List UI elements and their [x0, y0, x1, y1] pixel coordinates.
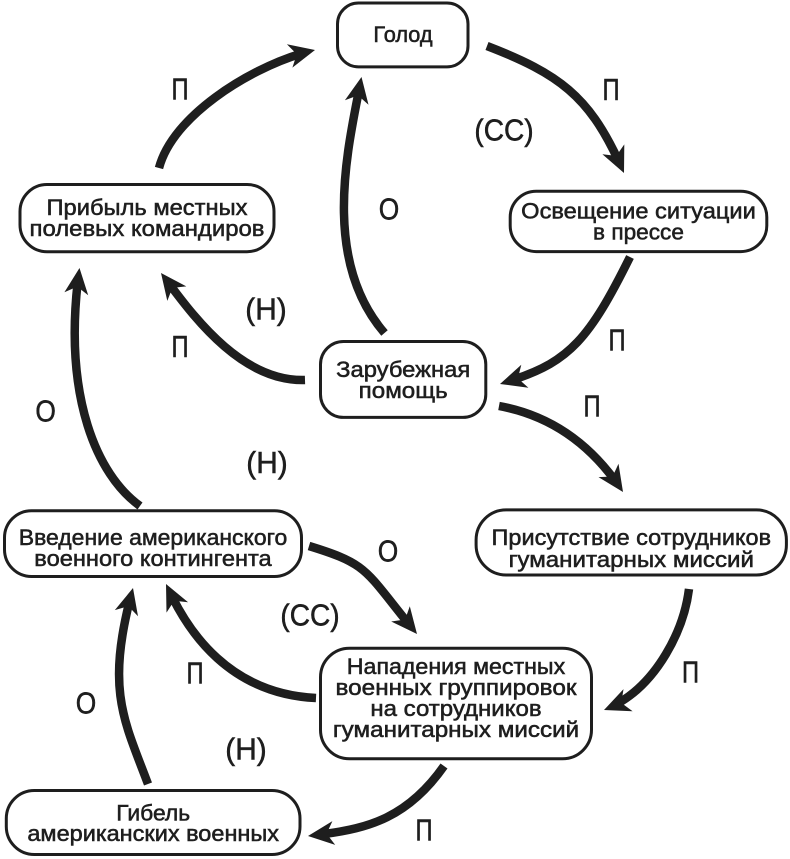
svg-text:(Н): (Н): [245, 291, 286, 326]
svg-text:американских военных: американских военных: [27, 821, 279, 846]
svg-text:О: О: [35, 393, 56, 428]
svg-text:П: П: [172, 71, 189, 106]
svg-text:гуманитарных миссий: гуманитарных миссий: [333, 717, 579, 742]
svg-text:О: О: [378, 533, 399, 568]
svg-text:Прибыль местных: Прибыль местных: [47, 195, 249, 220]
svg-text:военных группировок: военных группировок: [336, 675, 577, 700]
svg-text:Нападения местных: Нападения местных: [347, 654, 566, 679]
svg-text:полевых командиров: полевых командиров: [30, 216, 265, 241]
svg-text:П: П: [416, 812, 433, 847]
svg-text:(СС): (СС): [474, 112, 533, 147]
svg-text:в прессе: в прессе: [593, 220, 684, 245]
svg-text:П: П: [682, 654, 699, 689]
svg-text:О: О: [379, 191, 400, 226]
svg-text:на сотрудников: на сотрудников: [370, 696, 541, 721]
svg-text:Зарубежная: Зарубежная: [336, 357, 470, 382]
svg-text:(Н): (Н): [225, 731, 266, 766]
svg-text:Гибель: Гибель: [116, 801, 190, 826]
svg-text:Присутствие сотрудников: Присутствие сотрудников: [492, 525, 772, 550]
svg-text:(СС): (СС): [280, 597, 339, 632]
svg-text:П: П: [187, 655, 204, 690]
svg-text:П: П: [584, 388, 601, 423]
svg-text:гуманитарных миссий: гуманитарных миссий: [509, 547, 754, 572]
svg-text:(Н): (Н): [246, 445, 287, 480]
svg-text:Голод: Голод: [373, 22, 432, 47]
svg-text:Освещение ситуации: Освещение ситуации: [521, 199, 756, 224]
svg-text:О: О: [76, 685, 97, 720]
svg-text:П: П: [172, 329, 189, 364]
svg-text:Введение американского: Введение американского: [19, 525, 288, 550]
svg-text:помощь: помощь: [359, 378, 448, 403]
svg-text:П: П: [603, 72, 620, 107]
svg-text:П: П: [609, 322, 626, 357]
svg-text:военного контингента: военного контингента: [34, 546, 272, 571]
